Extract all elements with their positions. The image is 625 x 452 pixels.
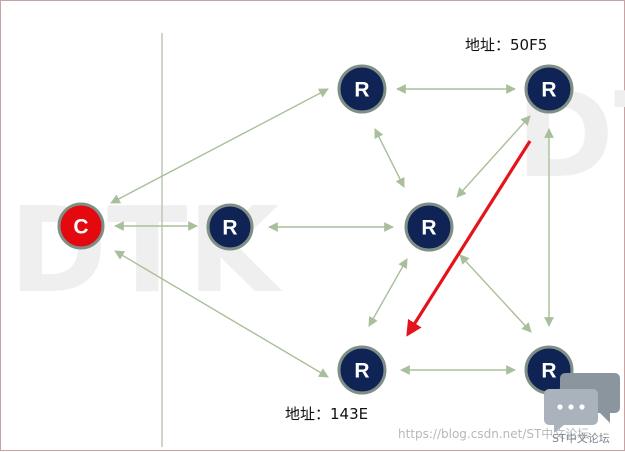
router-circle [404, 202, 454, 252]
chat-bubble-icon [544, 373, 620, 433]
router-circle [337, 64, 387, 114]
router-label: R [541, 79, 556, 102]
client-node-label: C [73, 216, 88, 239]
router-label: R [541, 360, 556, 383]
forum-label: ST中文论坛 [552, 432, 610, 445]
router-node-center[interactable]: R [404, 202, 454, 252]
client-node-circle [57, 202, 105, 250]
watermark-dtk: DTK [9, 181, 283, 319]
router-node-bottom-mid[interactable]: R [337, 345, 387, 395]
route-arrow [406, 140, 532, 337]
address-label-top: 地址：50F5 [465, 36, 548, 54]
link-top-right-to-center [456, 115, 531, 198]
router-circle [337, 345, 387, 395]
link-center-to-bottom-right [459, 254, 532, 333]
router-label: R [354, 360, 369, 383]
router-circle [524, 64, 574, 114]
link-client-to-top-router [110, 88, 329, 204]
router-label: R [421, 217, 436, 240]
router-node-top-mid[interactable]: R [337, 64, 387, 114]
watermark-url: https://blog.csdn.net/ST中文论坛 [398, 427, 590, 441]
link-center-to-bottom-mid [368, 258, 408, 327]
router-label: R [354, 79, 369, 102]
router-circle [206, 203, 254, 251]
address-label-bottom: 地址：143E [285, 405, 369, 423]
client-node[interactable]: C [57, 202, 105, 250]
router-node-top-right[interactable]: R [524, 64, 574, 114]
router-node-mid-left[interactable]: R [206, 203, 254, 251]
router-label: R [222, 217, 237, 240]
link-top-mid-to-center [374, 128, 405, 188]
link-client-to-bottom-router [114, 250, 329, 378]
